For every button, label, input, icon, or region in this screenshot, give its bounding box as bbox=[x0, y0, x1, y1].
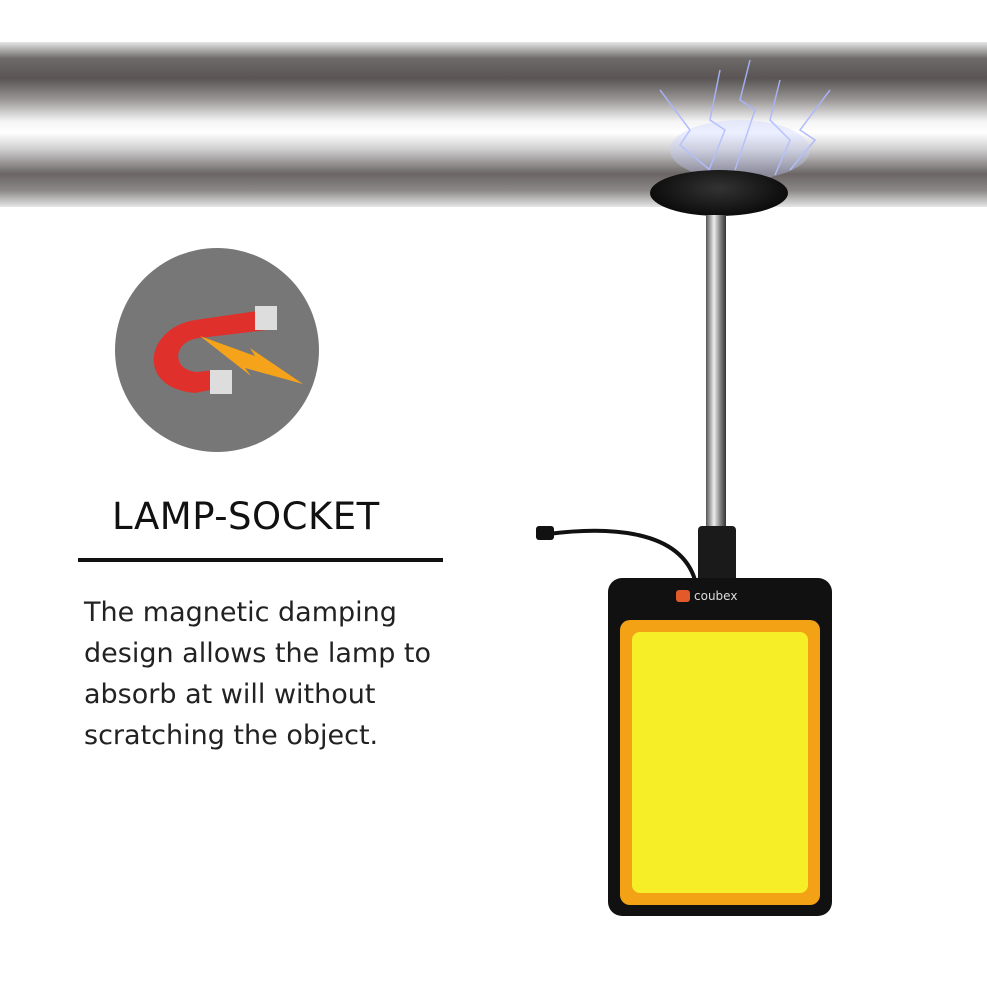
electric-spark-icon bbox=[659, 59, 831, 181]
magnetic-base bbox=[650, 170, 788, 216]
brand-logo-mark bbox=[676, 590, 690, 602]
divider bbox=[78, 558, 443, 562]
lightning-bolt-icon bbox=[200, 336, 303, 384]
power-cable bbox=[536, 526, 697, 581]
metal-pipe bbox=[0, 42, 987, 207]
brand-logo: coubex bbox=[676, 582, 768, 610]
rod-clamp bbox=[698, 526, 736, 582]
brand-logo-text: coubex bbox=[694, 589, 738, 603]
cob-led-panel bbox=[620, 620, 820, 905]
metal-rod bbox=[706, 215, 726, 530]
heading: LAMP-SOCKET bbox=[112, 495, 380, 538]
description: The magnetic damping design allows the l… bbox=[84, 597, 432, 751]
magnet-icon bbox=[153, 306, 303, 394]
magnet-badge bbox=[115, 248, 319, 452]
